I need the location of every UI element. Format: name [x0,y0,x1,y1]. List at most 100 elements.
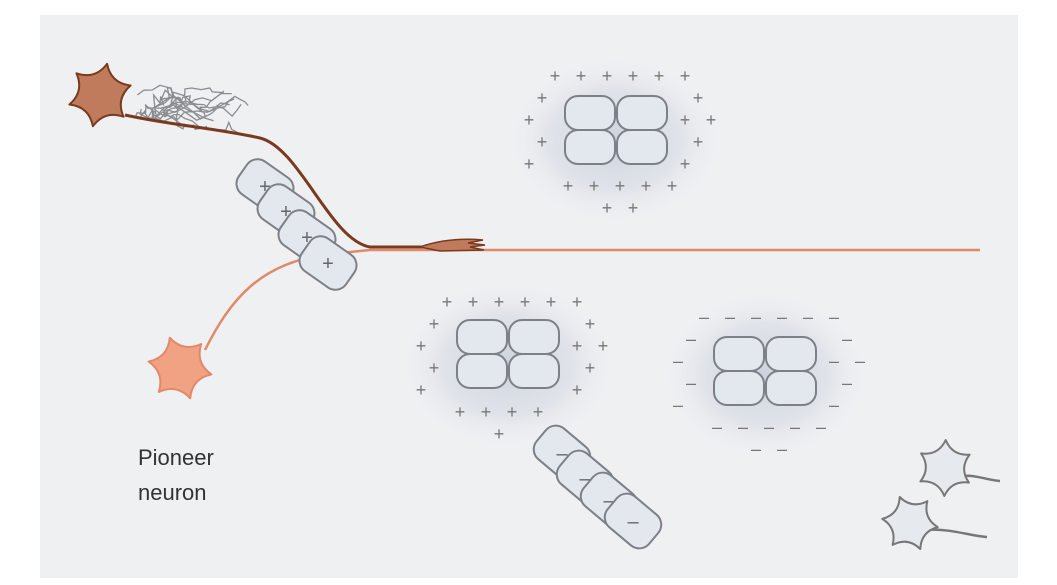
charge-glow [660,290,870,460]
cell-body [298,235,358,291]
glial-cell [508,319,560,355]
cell-body [564,129,616,165]
pioneer-neuron-icon [147,336,213,400]
matrix-fiber [139,108,208,131]
positive-charge: + [572,380,583,400]
positive-charge: + [524,154,535,174]
positive-charge: + [585,358,596,378]
positive-charge: + [628,198,639,218]
positive-charge: + [576,66,587,86]
positive-charge: + [537,132,548,152]
glial-cell [765,370,817,406]
negative-charge: – [777,439,787,459]
growth-cone [417,238,486,252]
positive-charge: + [429,358,440,378]
positive-charge: + [416,336,427,356]
cell-body [508,353,560,389]
negative-charge: – [803,307,813,327]
positive-charge: + [520,292,531,312]
positive-charge: + [693,88,704,108]
cell-body [456,319,508,355]
negative-charge: – [855,351,865,371]
charge-glow [398,280,618,450]
positive-charge: + [416,380,427,400]
positive-charge: + [494,424,505,444]
positive-charge: + [455,402,466,422]
glial-cell [713,336,765,372]
cell-body [713,336,765,372]
negative-charge: – [764,417,774,437]
positive-charge: + [693,132,704,152]
negative-charge: – [686,329,696,349]
cell-charge: + [322,253,334,275]
glial-cell: – [603,492,663,550]
negative-charge: – [790,417,800,437]
positive-charge: + [429,314,440,334]
positive-charge: + [598,336,609,356]
pioneer-neuron-label-line1: Pioneer [138,445,214,470]
positive-charge: + [680,66,691,86]
positive-charge: + [524,110,535,130]
positive-charge: + [667,176,678,196]
positive-charge: + [680,154,691,174]
negative-charge: – [673,395,683,415]
cell-body [765,370,817,406]
gray-neuron-icon [881,496,939,550]
cell-charge: + [280,201,292,223]
cell-body [456,353,508,389]
negative-charge: – [842,329,852,349]
glial-cell [713,370,765,406]
cell-body [508,319,560,355]
negative-charge: – [842,373,852,393]
positive-charge: + [533,402,544,422]
negative-charge: – [777,307,787,327]
negative-charge: – [738,417,748,437]
negative-charge: – [816,417,826,437]
positive-charge: + [602,198,613,218]
matrix-fiber [161,102,242,120]
positive-charge: + [442,292,453,312]
glial-cell [616,95,668,131]
positive-charge: + [550,66,561,86]
positive-charge: + [563,176,574,196]
positive-charge: + [628,66,639,86]
positive-charge: + [572,336,583,356]
negative-charge: – [699,307,709,327]
positive-charge: + [602,66,613,86]
cell-body [603,492,663,550]
glial-cell [456,353,508,389]
negative-charge: – [712,417,722,437]
cell-body [564,95,616,131]
pioneer-neuron-label-line2: neuron [138,480,207,505]
negative-charge: – [829,395,839,415]
cell-charge: – [627,511,639,533]
positive-charge: + [641,176,652,196]
negative-charge: – [751,439,761,459]
glial-cell [564,95,616,131]
glial-cell [456,319,508,355]
positive-charge: + [585,314,596,334]
cell-body [713,370,765,406]
glial-cell: + [298,235,358,291]
positive-charge: + [494,292,505,312]
positive-charge: + [537,88,548,108]
negative-charge: – [829,351,839,371]
positive-charge: + [615,176,626,196]
positive-charge: + [654,66,665,86]
matrix-fiber [163,95,249,115]
cell-charge: + [301,227,313,249]
cell-charge: + [259,176,271,198]
glial-cell [765,336,817,372]
glial-cell [564,129,616,165]
cell-body [765,336,817,372]
positive-charge: + [468,292,479,312]
negative-charge: – [673,351,683,371]
cell-body [616,95,668,131]
positive-charge: + [589,176,600,196]
positive-charge: + [481,402,492,422]
negative-charge: – [725,307,735,327]
gray-neuron-icon [919,439,971,497]
negative-charge: – [829,307,839,327]
follower-neuron-icon [68,62,132,128]
